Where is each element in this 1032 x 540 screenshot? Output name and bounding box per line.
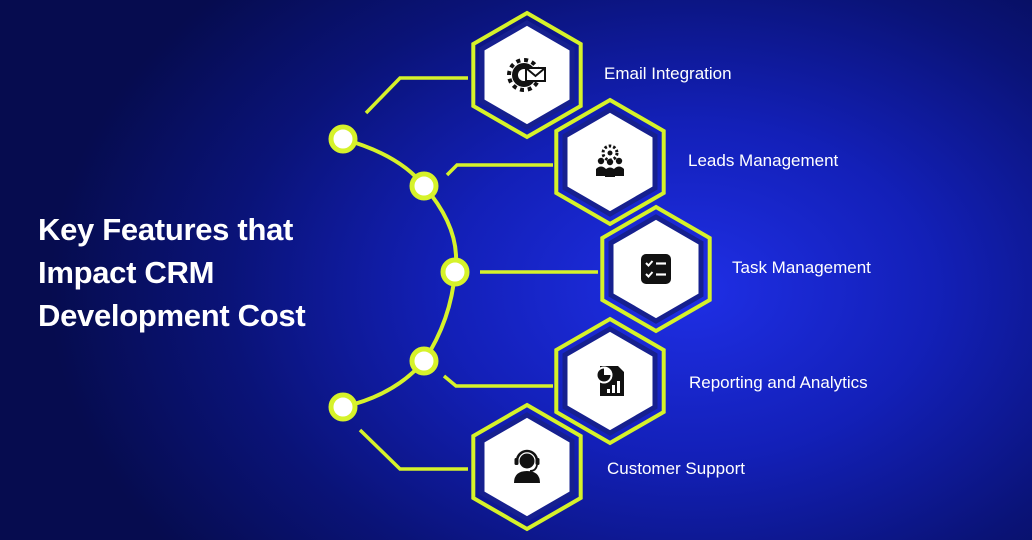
feature-label-email: Email Integration bbox=[604, 64, 732, 83]
feature-label-support: Customer Support bbox=[607, 459, 745, 478]
headline-line-1: Key Features that bbox=[38, 212, 294, 247]
node-ring-2 bbox=[409, 171, 439, 201]
connector-5 bbox=[358, 428, 468, 471]
feature-hex-support bbox=[471, 402, 583, 532]
feature-hex-reporting bbox=[554, 316, 666, 446]
checklist-icon bbox=[641, 254, 671, 284]
email-gear-icon bbox=[507, 58, 546, 92]
feature-hex-email bbox=[471, 10, 583, 140]
team-gear-icon bbox=[596, 144, 624, 177]
report-chart-icon bbox=[595, 366, 624, 396]
connector-1 bbox=[364, 76, 468, 115]
connector-4 bbox=[442, 374, 553, 388]
headline-line-2: Impact CRM bbox=[38, 255, 215, 290]
feature-label-reporting: Reporting and Analytics bbox=[689, 373, 868, 392]
node-ring-3 bbox=[440, 257, 470, 287]
headline: Key Features that Impact CRM Development… bbox=[38, 208, 306, 337]
feature-hex-leads bbox=[554, 97, 666, 227]
headset-agent-icon bbox=[514, 449, 540, 483]
headline-line-3: Development Cost bbox=[38, 298, 306, 333]
node-ring-4 bbox=[409, 346, 439, 376]
node-ring-5 bbox=[328, 392, 358, 422]
node-ring-1 bbox=[328, 124, 358, 154]
feature-hex-task bbox=[600, 204, 712, 334]
connector-arc bbox=[341, 137, 458, 409]
feature-label-task: Task Management bbox=[732, 258, 871, 277]
connector-2 bbox=[445, 163, 553, 177]
feature-label-leads: Leads Management bbox=[688, 151, 839, 170]
